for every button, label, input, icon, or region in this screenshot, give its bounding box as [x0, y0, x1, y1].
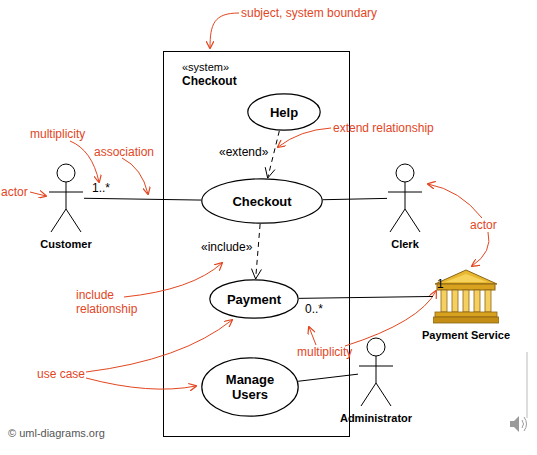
use-case-name: Payment: [227, 292, 281, 307]
system-name: Checkout: [182, 74, 237, 88]
annotation-text: use case: [37, 367, 85, 381]
leader-line: [122, 158, 148, 194]
leader-line: [210, 13, 239, 48]
stereotype-label: «include»: [201, 240, 252, 254]
association-line: [298, 374, 358, 381]
speaker-icon: [522, 417, 527, 431]
leader-line: [86, 320, 232, 372]
stereotype-label: «extend»: [219, 145, 268, 159]
leader-line: [86, 378, 196, 389]
use-case-text: Manage Users: [218, 372, 282, 402]
multiplicity-label: 1..*: [92, 181, 110, 195]
annotation-text: multiplicity: [297, 345, 352, 359]
association-line: [84, 198, 201, 200]
use-case-name: Help: [270, 105, 298, 120]
leader-line: [309, 327, 316, 345]
connector-line: [256, 224, 260, 279]
annotation-text: actor: [470, 218, 497, 232]
annotation-text: extend relationship: [333, 121, 434, 135]
leader-line: [30, 192, 46, 196]
connector-line: [299, 296, 433, 298]
actor-name: Administrator: [336, 412, 416, 425]
leader-line: [428, 184, 482, 218]
actor-node: Clerk: [375, 163, 435, 251]
use-case-name: Manage Users: [218, 372, 282, 402]
actor-name: Payment Service: [411, 329, 521, 342]
association-line: [323, 198, 387, 199]
note-text: © uml-diagrams.org: [8, 426, 105, 440]
external-system-actor: Payment Service: [411, 268, 521, 342]
connector-line: [84, 198, 201, 200]
scroll-mark: [527, 352, 528, 418]
actor-figure: [387, 163, 423, 233]
use-case-ellipse: Payment: [209, 279, 299, 319]
actor-name: Customer: [34, 238, 98, 251]
annotation-text: subject, system boundary: [241, 6, 377, 20]
leader-line: [124, 263, 222, 297]
connector-line: [298, 374, 358, 381]
actor-name: Clerk: [375, 238, 435, 251]
arrow-head: [251, 269, 261, 279]
leader-line: [472, 232, 489, 266]
annotation-text: multiplicity: [30, 127, 85, 141]
stereotype-text: «system»: [182, 61, 237, 74]
boundary-heading: «system»Checkout: [182, 61, 237, 88]
use-case-text: Help: [270, 105, 298, 120]
use-case-ellipse: Checkout: [201, 178, 323, 224]
connector-line: [268, 131, 280, 178]
use-case-ellipse: Manage Users: [201, 357, 299, 417]
actor-figure: [358, 337, 394, 407]
speaker-icon: [510, 416, 519, 432]
association-line: [299, 296, 433, 298]
note-text: 1: [437, 277, 444, 291]
use-case-text: Payment: [227, 292, 281, 307]
annotation-text: include relationship: [76, 288, 148, 316]
multiplicity-label: 0..*: [305, 302, 323, 316]
connector-line: [323, 198, 387, 199]
leader-line: [278, 128, 331, 147]
use-case-text: Checkout: [232, 194, 291, 209]
annotation-text: association: [94, 145, 154, 159]
use-case-ellipse: Help: [247, 93, 321, 131]
arrow-head: [265, 167, 275, 178]
actor-figure: [48, 163, 84, 233]
use-case-name: Checkout: [232, 194, 291, 209]
actor-node: Customer: [34, 163, 98, 251]
bank-icon: [433, 268, 499, 324]
annotation-text: actor: [1, 185, 28, 199]
dependency-arrow: [251, 224, 261, 279]
system-boundary: «system»CheckoutHelpCheckoutPaymentManag…: [163, 51, 350, 437]
